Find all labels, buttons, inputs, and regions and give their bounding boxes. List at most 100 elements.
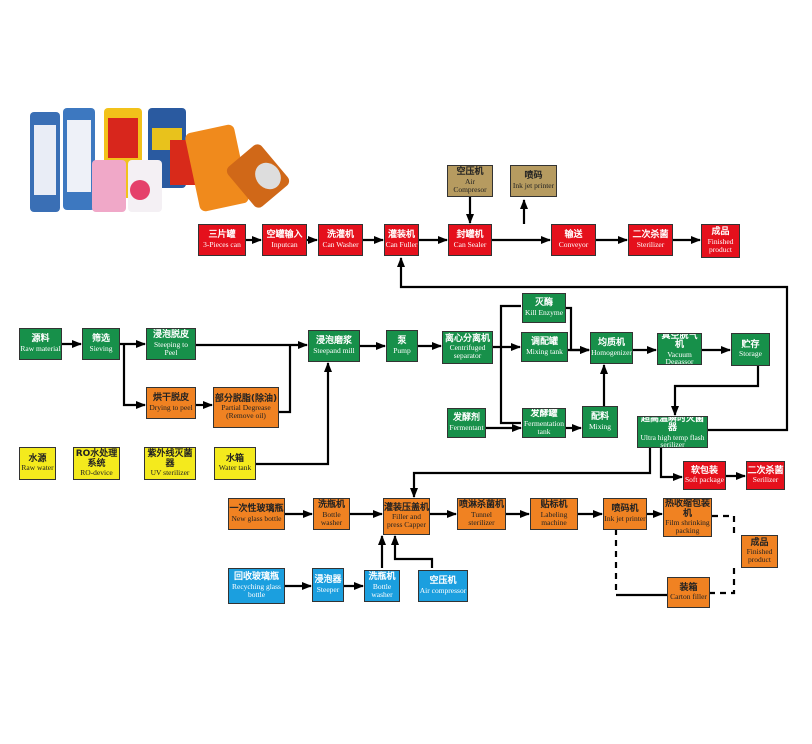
node-label-en: Carton filler bbox=[670, 592, 707, 602]
node-label-en: Soft package bbox=[685, 475, 724, 485]
node-label-cn: 软包装 bbox=[690, 465, 718, 476]
flow-connectors bbox=[62, 197, 789, 597]
node-label-cn: 回收玻璃瓶 bbox=[233, 572, 279, 583]
node-label-en: RO-device bbox=[80, 468, 113, 477]
node-label-cn: 装箱 bbox=[679, 582, 698, 593]
node-label-cn: 二次杀菌 bbox=[747, 465, 784, 476]
node-label-en: Serilizer bbox=[752, 475, 779, 485]
node-label-cn: 筛选 bbox=[91, 334, 110, 345]
node-label-en: Water tank bbox=[218, 463, 252, 473]
node-label-cn: 喷码 bbox=[524, 171, 543, 182]
node-label-en: Mixing tank bbox=[526, 346, 563, 356]
node-label-en: Labeling machine bbox=[540, 509, 568, 527]
node-label-cn: 离心分离机 bbox=[444, 333, 490, 344]
node-label-en: Recyching glass bottle bbox=[232, 581, 281, 599]
node-label-cn: 水源 bbox=[28, 453, 47, 464]
node-label-en: Filler and press Capper bbox=[387, 512, 426, 530]
node-label-en: Ink jet printer bbox=[604, 513, 646, 523]
node-label-cn: 部分脱脂(除油) bbox=[214, 393, 278, 404]
node-label-en: Ultra high temp flash serilizer bbox=[640, 432, 705, 448]
node-label-cn: 封罐机 bbox=[456, 230, 484, 241]
node-label-en: Fermentation tank bbox=[524, 418, 564, 436]
node-label-cn: 真空脱气机 bbox=[661, 333, 698, 351]
node-label-en: Sieving bbox=[89, 343, 113, 353]
node-label-cn: 泵 bbox=[397, 336, 407, 347]
node-label-en: Raw material bbox=[20, 343, 61, 353]
node-label-cn: 一次性玻璃瓶 bbox=[229, 504, 284, 515]
node-label-cn: 水箱 bbox=[225, 453, 244, 464]
node-label-en: Tunnel sterilizer bbox=[468, 509, 495, 527]
node-label-cn: 喷淋杀菌机 bbox=[458, 500, 504, 511]
node-label-en: Steepand mill bbox=[313, 345, 355, 355]
node-label-cn: 三片罐 bbox=[208, 230, 236, 241]
node-label-cn: 浸泡脱皮 bbox=[152, 330, 189, 341]
node-label-cn: 灭酶 bbox=[534, 298, 553, 309]
node-label-cn: 灌装机 bbox=[387, 230, 415, 241]
node-label-en: Vacuum Degassor bbox=[665, 349, 694, 365]
node-label-en: Ink jet printer bbox=[512, 180, 555, 190]
node-label-en: Conveyor bbox=[558, 239, 589, 249]
node-label-cn: 超高温瞬时灭菌器 bbox=[640, 416, 704, 434]
dashed-connectors bbox=[614, 514, 736, 595]
node-label-en: 3-Pieces can bbox=[203, 239, 241, 249]
node-label-en: Homogenizer bbox=[591, 347, 632, 357]
node-label-en: Centrifuged separator bbox=[449, 343, 486, 361]
node-label-cn: 紫外线灭菌器 bbox=[147, 449, 193, 469]
node-label-cn: 洗瓶机 bbox=[317, 500, 345, 511]
node-label-en: Raw water bbox=[21, 463, 54, 473]
node-label-cn: 发酵罐 bbox=[530, 409, 558, 420]
node-label-cn: 输送 bbox=[564, 230, 583, 241]
node-label-en: Storage bbox=[739, 349, 762, 359]
node-label-en: Finished product bbox=[707, 236, 734, 254]
node-label-cn: 喷码机 bbox=[611, 504, 639, 515]
node-label-cn: 浸泡器 bbox=[314, 575, 342, 586]
node-label-en: Can Fuller bbox=[385, 239, 418, 249]
node-label-en: Can Sealer bbox=[453, 239, 487, 249]
node-label-en: Finished product bbox=[746, 547, 773, 565]
node-label-cn: 二次杀菌 bbox=[632, 230, 669, 241]
node-label-cn: 调配罐 bbox=[530, 337, 558, 348]
node-label-cn: 洗灌机 bbox=[326, 230, 354, 241]
node-label-en: Drying to peel bbox=[149, 402, 193, 412]
node-label-cn: 烘干脱皮 bbox=[152, 393, 189, 404]
node-label-cn: 热收缩包装机 bbox=[664, 499, 710, 519]
node-label-cn: 贴标机 bbox=[540, 500, 568, 511]
